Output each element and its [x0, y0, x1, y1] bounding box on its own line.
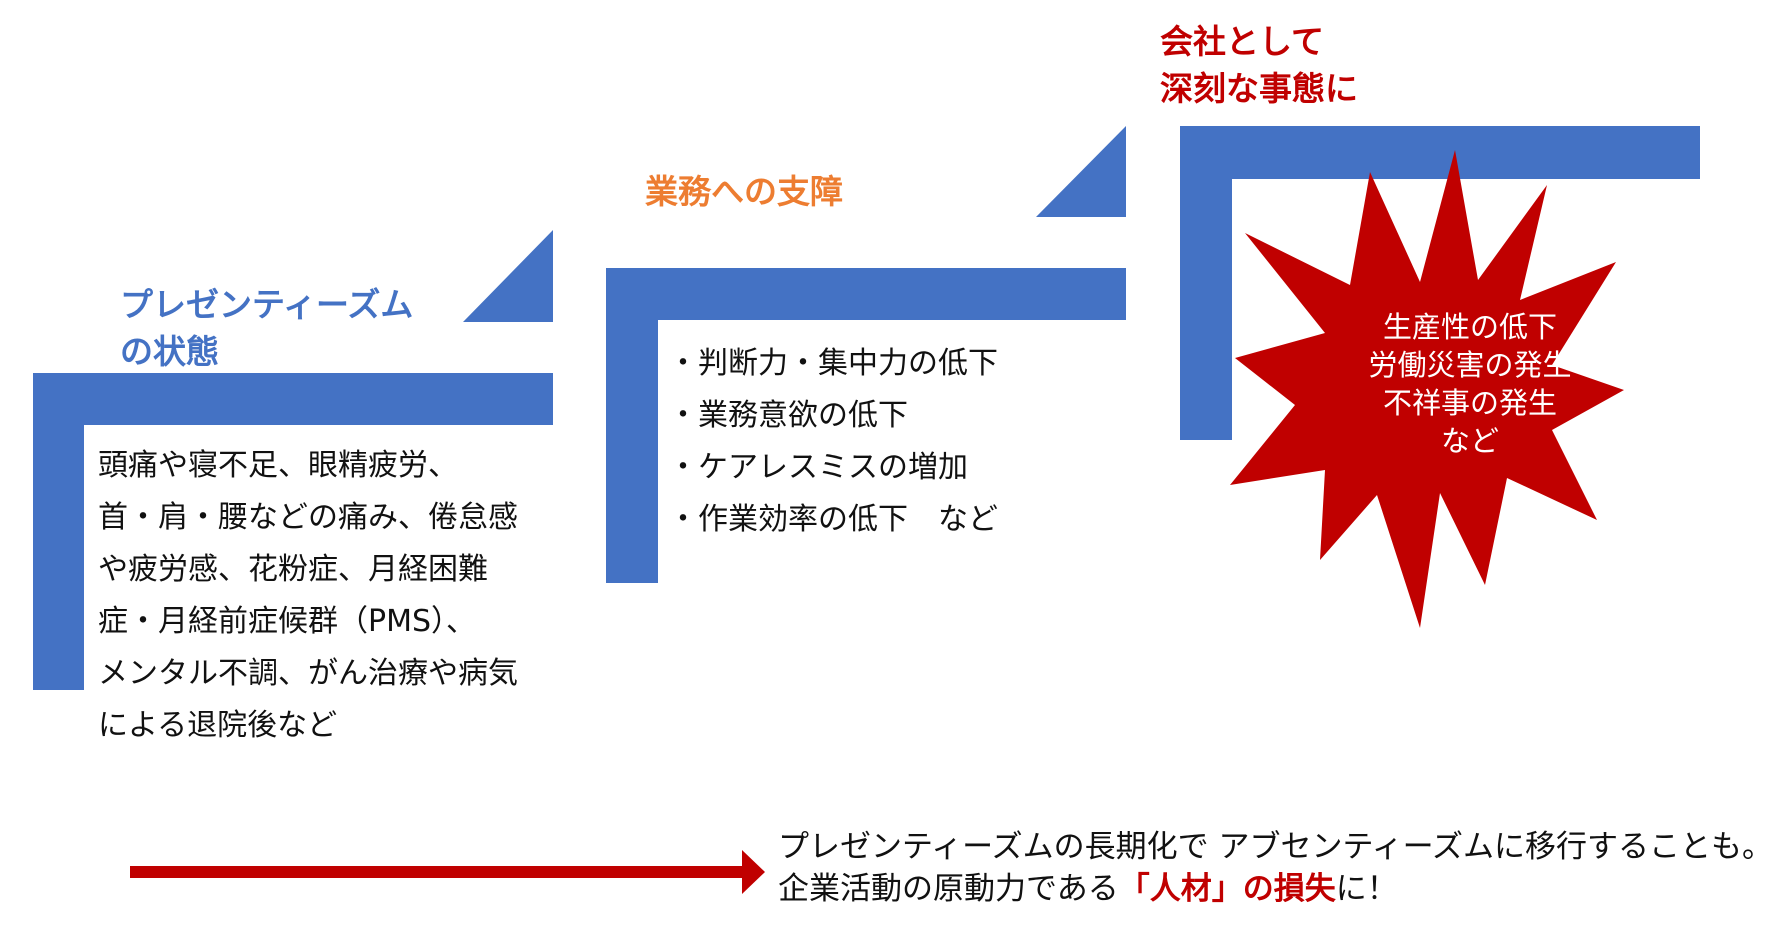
step1-body-line: メンタル不調、がん治療や病気: [98, 656, 518, 691]
step2-bracket: [606, 268, 1126, 583]
star-line: 労働災害の発生: [1368, 348, 1572, 382]
star-line: 不祥事の発生: [1382, 386, 1557, 420]
step2-bullet: ・判断力・集中力の低下: [668, 346, 998, 381]
step1-bracket: [33, 373, 553, 690]
footer-line2: 企業活動の原動力である「人材」の損失に！: [778, 868, 1767, 910]
step1-body-line: による退院後など: [98, 708, 338, 743]
step2-heading: 業務への支障: [645, 172, 843, 211]
footer-line2-before: 企業活動の原動力である: [778, 871, 1119, 907]
footer-line1: プレゼンティーズムの長期化で アブセンティーズムに移行することも。: [778, 829, 1767, 865]
step1-body: 頭痛や寝不足、眼精疲労、 首・肩・腰などの痛み、倦怠感 や疲労感、花粉症、月経困…: [98, 440, 518, 752]
step3-heading: 会社として 深刻な事態に: [1160, 22, 1358, 108]
star-line: 生産性の低下: [1382, 310, 1557, 344]
step2-bullet: ・ケアレスミスの増加: [668, 450, 968, 485]
step2-bullets: ・判断力・集中力の低下 ・業務意欲の低下 ・ケアレスミスの増加 ・作業効率の低下…: [668, 338, 998, 546]
step2-arrow-tip: [1036, 126, 1126, 217]
step1-body-line: 首・肩・腰などの痛み、倦怠感: [98, 500, 518, 535]
footer-line2-emphasis: 「人材」の損失: [1118, 871, 1336, 907]
step3-bracket: [1180, 126, 1700, 440]
step2-bullet: ・作業効率の低下 など: [668, 502, 998, 537]
star-text: 生産性の低下 労働災害の発生 不祥事の発生 など: [1290, 308, 1650, 460]
step1-body-line: 症・月経前症候群（PMS）、: [98, 604, 477, 639]
footer-arrow-head: [742, 850, 765, 894]
step1-heading: プレゼンティーズム の状態: [120, 285, 414, 371]
footer-text: プレゼンティーズムの長期化で アブセンティーズムに移行することも。 企業活動の原…: [778, 826, 1767, 910]
footer-line2-after: に！: [1335, 871, 1398, 907]
explosion-star: [1230, 150, 1624, 628]
step1-body-line: や疲労感、花粉症、月経困難: [98, 552, 488, 587]
step1-body-line: 頭痛や寝不足、眼精疲労、: [98, 448, 458, 483]
step1-arrow-tip: [463, 230, 553, 322]
step2-bullet: ・業務意欲の低下: [668, 398, 908, 433]
star-line: など: [1440, 424, 1499, 458]
footer-arrow-shaft: [130, 866, 750, 878]
